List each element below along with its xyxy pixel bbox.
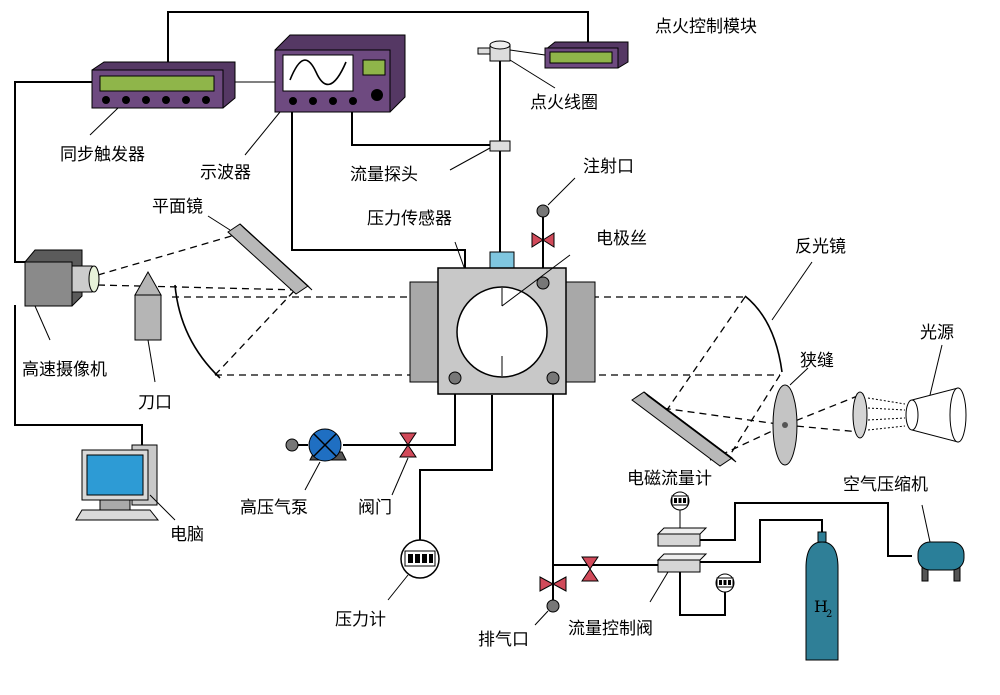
label-pressure-gauge: 压力计: [335, 610, 386, 630]
flow-control-valves: [649, 527, 708, 603]
slit: [772, 367, 809, 466]
plane-mirror: [207, 215, 313, 295]
label-air-compressor: 空气压缩机: [843, 475, 928, 495]
injection-port: [531, 177, 576, 248]
ignition-coil: [477, 40, 556, 89]
wire-scope-to-probe: [351, 112, 492, 146]
label-flow-control-valve: 流量控制阀: [568, 619, 653, 639]
h2-subscript: 2: [826, 609, 832, 620]
label-computer: 电脑: [170, 525, 204, 545]
label-exhaust-port: 排气口: [478, 630, 529, 650]
pipe-pump-to-chamber: [343, 380, 456, 446]
h2-label: H: [814, 597, 828, 616]
second-plane-mirror: [631, 391, 737, 467]
label-em-flowmeter: 电磁流量计: [627, 469, 712, 489]
flow-probe: [449, 140, 511, 171]
knife-edge: [134, 270, 162, 383]
label-flow-probe: 流量探头: [350, 165, 418, 185]
oscilloscope: [244, 34, 406, 156]
lower-flow-meter: [715, 573, 735, 593]
pressure-sensor: [454, 241, 515, 271]
reflector: [744, 261, 813, 373]
high-speed-camera: [24, 249, 100, 341]
valve-pump-line: [391, 432, 417, 496]
light-source: [852, 344, 967, 443]
pipe-compressor: [700, 502, 912, 557]
label-oscilloscope: 示波器: [200, 163, 251, 183]
label-ignition-coil: 点火线圈: [530, 93, 598, 113]
air-compressor: [917, 504, 965, 582]
combustion-chamber: [409, 254, 596, 395]
label-valve: 阀门: [358, 498, 392, 518]
high-pressure-pump: [285, 428, 347, 491]
label-light-source: 光源: [920, 323, 954, 343]
pipe-gauge: [419, 395, 493, 540]
label-injection-port: 注射口: [583, 157, 634, 177]
wiring: [14, 11, 912, 616]
wire-coil-to-module: [509, 49, 546, 56]
wire-trigger-to-ignition: [167, 11, 589, 70]
label-high-speed-camera: 高速摄像机: [22, 360, 107, 380]
pipe-lower-meter: [679, 572, 726, 616]
label-slit: 狭缝: [800, 351, 834, 371]
label-ignition-module: 点火控制模块: [655, 17, 757, 37]
ignition-control-module: [544, 41, 629, 69]
label-pressure-sensor: 压力传感器: [367, 209, 452, 229]
em-flowmeter: [670, 491, 690, 511]
wire-camera-to-computer: [14, 305, 143, 445]
label-plane-mirror: 平面镜: [152, 197, 203, 217]
wire-scope-to-sensor: [291, 112, 466, 270]
wire-trigger-to-camera: [14, 81, 92, 263]
pipe-h2: [700, 519, 823, 563]
left-concave-mirror: [174, 284, 221, 379]
h2-cylinder: H 2: [805, 531, 839, 661]
label-knife-edge: 刀口: [138, 393, 172, 413]
computer: [75, 444, 176, 521]
label-sync-trigger: 同步触发器: [60, 145, 145, 165]
pressure-gauge: [387, 539, 440, 601]
label-high-pressure-pump: 高压气泵: [240, 498, 308, 518]
label-electrode-wire: 电极丝: [596, 229, 647, 249]
label-reflector: 反光镜: [795, 237, 846, 257]
exhaust-port: [534, 556, 599, 626]
sync-trigger: [89, 61, 236, 136]
